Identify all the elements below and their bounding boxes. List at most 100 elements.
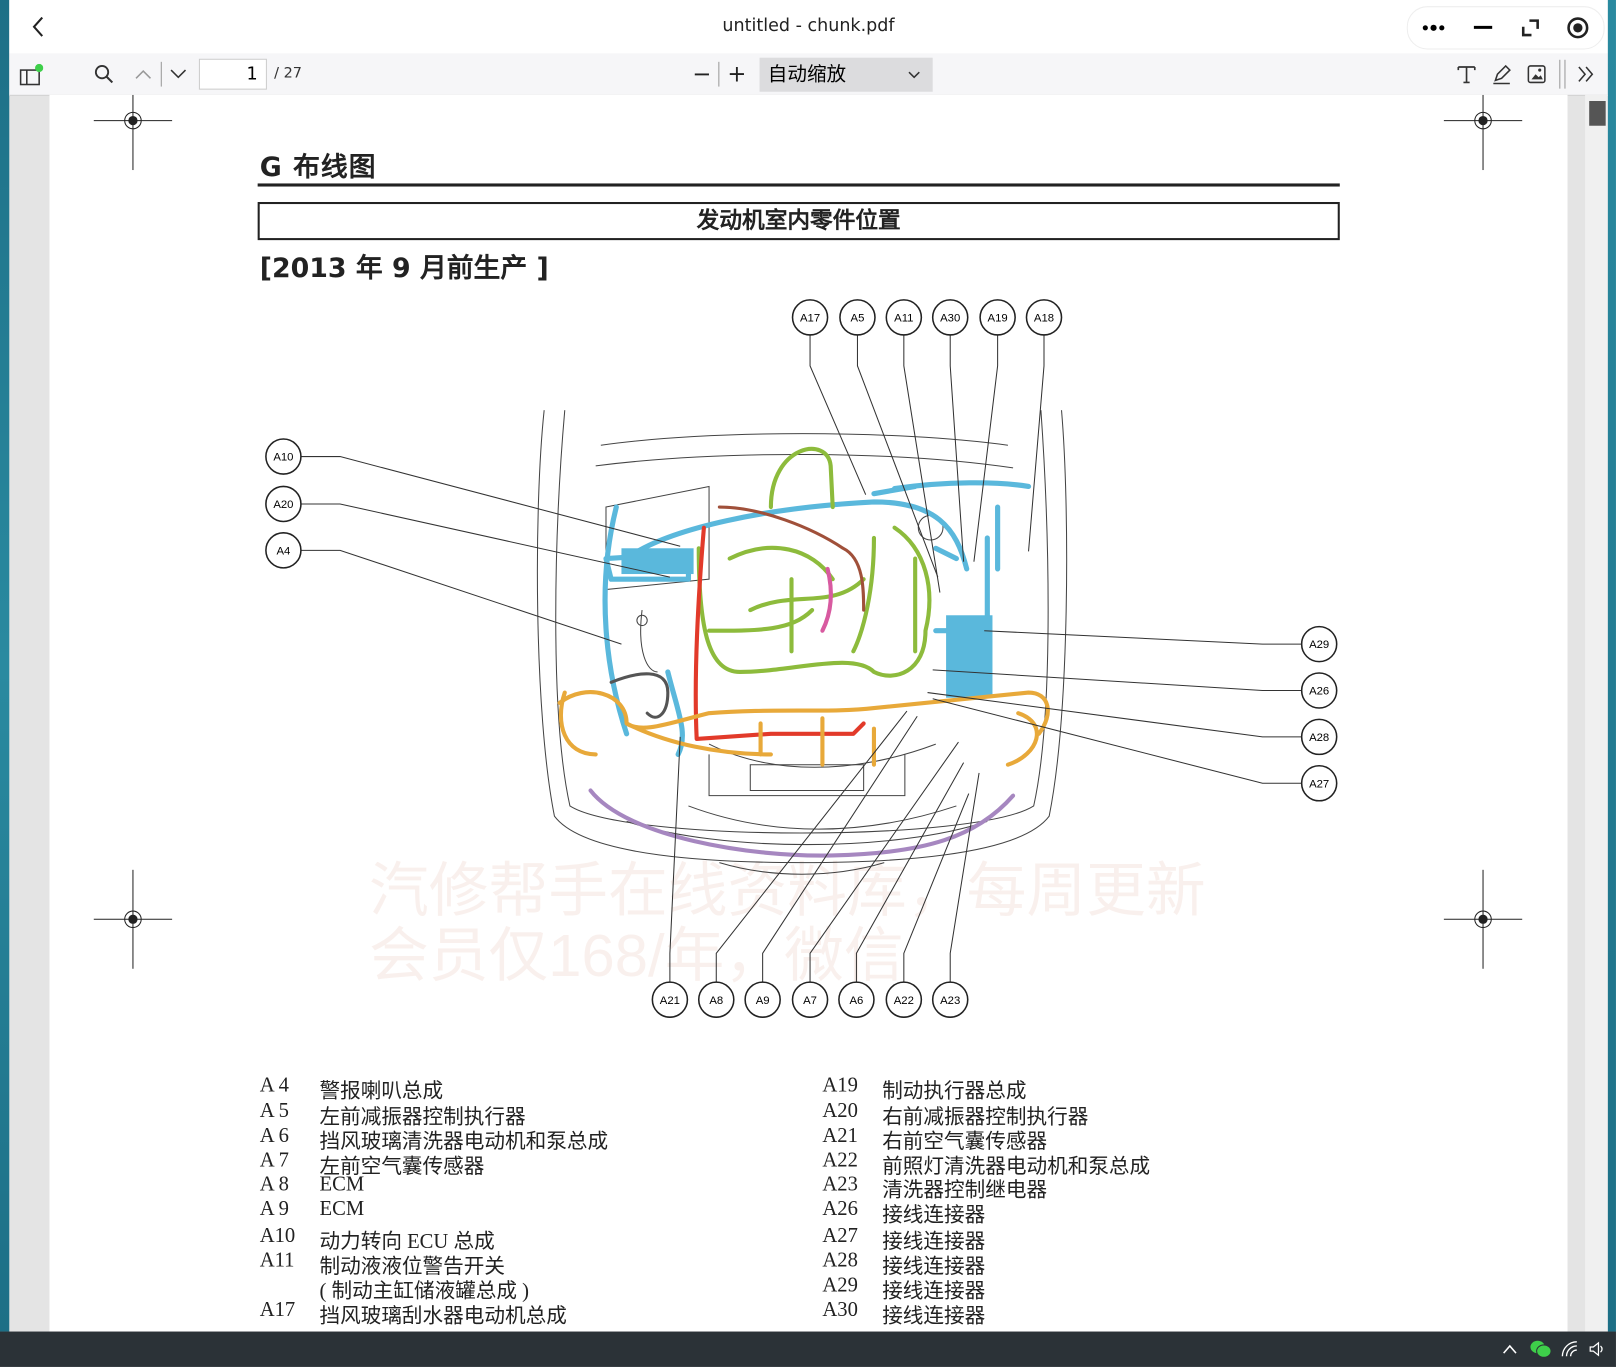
record-icon[interactable] xyxy=(1562,13,1593,42)
callout-label: A30 xyxy=(940,313,960,325)
legend-name: 接线连接器 xyxy=(882,1304,986,1328)
zoom-out-button[interactable]: − xyxy=(692,61,712,88)
callout-circle xyxy=(885,981,923,1018)
back-chevron-left-icon[interactable] xyxy=(24,12,53,41)
callout-label: A23 xyxy=(940,995,960,1007)
callout-label: A21 xyxy=(660,995,680,1007)
callout-circle xyxy=(744,981,781,1018)
wire-pink xyxy=(820,566,833,633)
leader-line-A30 xyxy=(949,334,965,562)
watermark: 汽修帮手在线资料库，每周更新 会员仅168/年，微信 xyxy=(369,857,1206,989)
chevron-up-icon[interactable] xyxy=(1501,1340,1520,1359)
wire-red xyxy=(693,525,866,742)
callout-circle xyxy=(931,299,969,336)
callout-circle xyxy=(265,438,302,475)
legend-name: 接线连接器 xyxy=(882,1203,986,1227)
callout-A19: A19 xyxy=(979,299,1016,336)
zoom-select-value: 自动缩放 xyxy=(767,62,847,86)
volume-icon[interactable] xyxy=(1587,1339,1608,1360)
leader-line-A18 xyxy=(1028,334,1045,552)
zoom-in-button[interactable]: + xyxy=(727,61,747,88)
callout-A6: A6 xyxy=(838,981,875,1018)
pen-icon[interactable] xyxy=(1489,62,1514,87)
leader-line-A5 xyxy=(856,334,939,578)
legend-code: A10 xyxy=(259,1224,296,1248)
legend-code: A27 xyxy=(822,1224,858,1248)
zoom-select[interactable]: 自动缩放 xyxy=(759,57,933,92)
legend-name: ECM xyxy=(319,1197,365,1221)
more-icon[interactable] xyxy=(1418,15,1449,40)
callout-circle xyxy=(1300,764,1338,802)
leader-line-A6 xyxy=(855,762,965,983)
legend-name: 挡风玻璃清洗器电动机和泵总成 xyxy=(319,1130,609,1154)
legend-name: 接线连接器 xyxy=(882,1280,986,1303)
callout-A5: A5 xyxy=(839,299,876,336)
double-chevron-right-icon[interactable] xyxy=(1574,62,1599,87)
page-number-input[interactable]: 1 xyxy=(198,58,267,90)
callout-circle xyxy=(265,532,302,569)
next-page-chevron-down-icon[interactable] xyxy=(166,62,191,87)
pdf-page: G 布线图 发动机室内零件位置 [2013 年 9 月前生产 ] 汽修帮手在线资… xyxy=(49,94,1568,1332)
wire-purple xyxy=(588,788,1016,858)
taskbar xyxy=(0,1331,1616,1367)
legend-code: A 7 xyxy=(259,1149,289,1172)
callout-A9: A9 xyxy=(744,981,781,1018)
text-icon[interactable] xyxy=(1454,62,1479,87)
callout-label: A5 xyxy=(851,313,865,325)
wire-green xyxy=(696,446,932,678)
callout-label: A29 xyxy=(1309,639,1329,651)
callout-label: A11 xyxy=(894,313,913,325)
callout-A23: A23 xyxy=(931,981,969,1018)
leader-line-A21 xyxy=(669,736,681,983)
legend-code: A 9 xyxy=(259,1197,289,1221)
image-icon[interactable] xyxy=(1524,62,1549,87)
desktop-background xyxy=(0,0,10,1332)
wifi-icon[interactable] xyxy=(1560,1339,1581,1360)
leader-line-A20 xyxy=(300,503,671,578)
legend-code: A21 xyxy=(822,1124,858,1148)
legend-code: A 4 xyxy=(259,1073,289,1097)
wire-blue-block xyxy=(946,615,993,698)
callout-A28: A28 xyxy=(1300,718,1338,756)
section-heading: G 布线图 xyxy=(259,152,377,184)
callout-circle xyxy=(1300,625,1338,663)
leader-line-A17 xyxy=(809,334,867,495)
minimize-icon[interactable] xyxy=(1468,15,1499,40)
callout-circle xyxy=(697,981,735,1018)
legend-code: A28 xyxy=(822,1249,858,1272)
desktop-background xyxy=(1607,0,1616,1332)
vertical-scrollbar[interactable] xyxy=(1585,94,1608,1332)
scrollbar-thumb[interactable] xyxy=(1589,100,1606,126)
callout-A4: A4 xyxy=(265,532,302,569)
title-bar: untitled - chunk.pdf xyxy=(9,0,1608,54)
crosshair-mark xyxy=(93,869,173,969)
legend-row: A 9 ECM xyxy=(260,1198,796,1223)
chevron-down-icon xyxy=(908,71,920,79)
sidebar-toggle-icon[interactable] xyxy=(18,62,45,89)
search-icon[interactable] xyxy=(92,62,117,87)
diagram-title: 发动机室内零件位置 xyxy=(257,201,1340,241)
callout-A20: A20 xyxy=(265,485,302,523)
leader-line-A10 xyxy=(300,456,681,547)
crosshair-mark xyxy=(93,94,173,171)
wire-brown xyxy=(717,505,866,612)
leader-line-A23 xyxy=(949,772,980,983)
restore-icon[interactable] xyxy=(1515,15,1546,40)
wechat-icon[interactable] xyxy=(1529,1338,1552,1361)
wire-harness xyxy=(557,446,1050,858)
svg-text:会员仅168/年，微信: 会员仅168/年，微信 xyxy=(369,922,904,989)
previous-page-chevron-up-icon[interactable] xyxy=(131,62,156,87)
leader-line-A8 xyxy=(715,710,908,983)
legend-code: A26 xyxy=(822,1197,858,1221)
leader-line-A22 xyxy=(903,793,970,983)
